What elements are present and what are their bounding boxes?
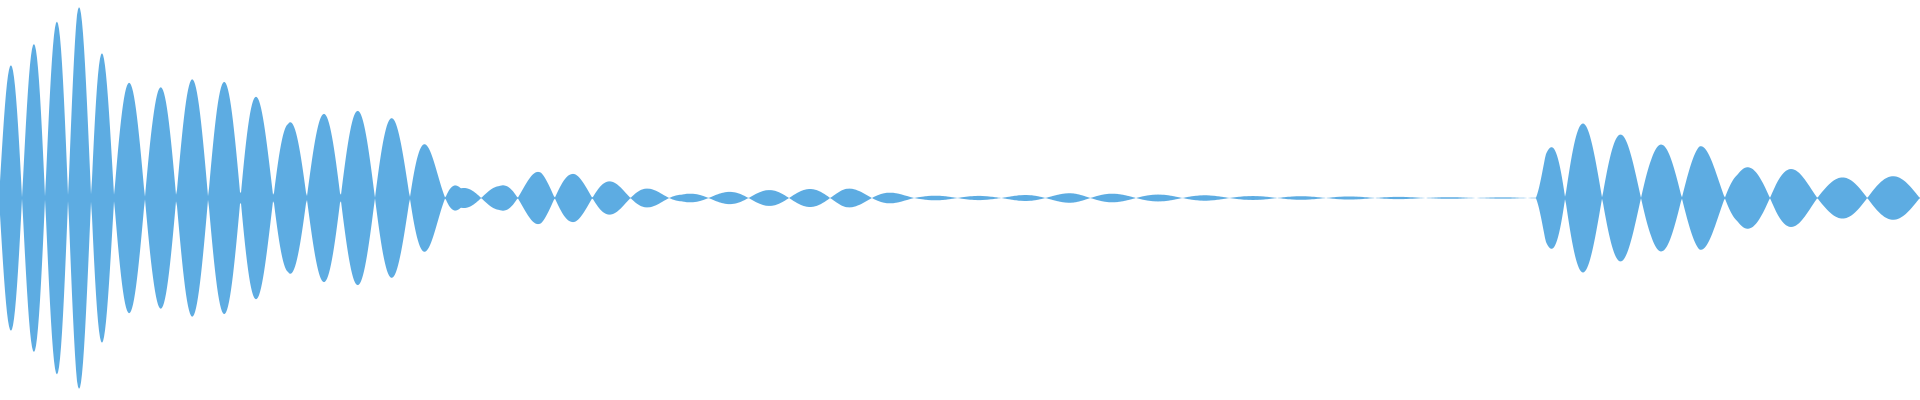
waveform-shape xyxy=(0,7,1920,389)
